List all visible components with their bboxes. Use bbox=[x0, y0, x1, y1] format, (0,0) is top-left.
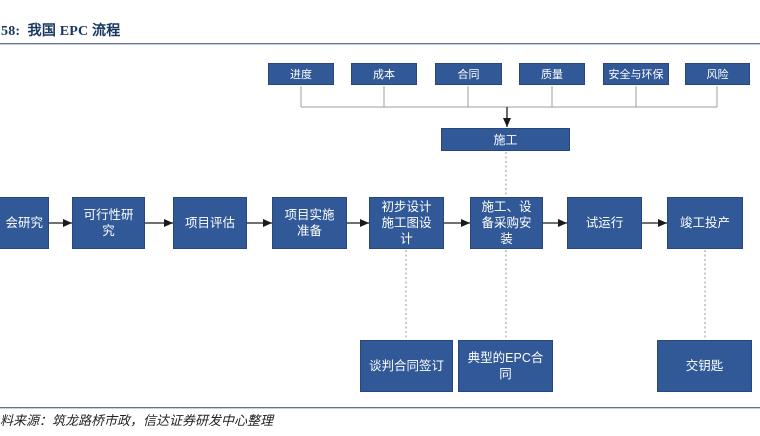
header-rule bbox=[0, 43, 760, 45]
flow-box-completion-production: 竣工投产 bbox=[667, 197, 743, 249]
flow-box-preliminary-design: 初步设计 施工图设 计 bbox=[369, 197, 444, 249]
flow-box-implementation-preparation: 项目实施 准备 bbox=[272, 197, 347, 249]
figure-title: 58: 我国 EPC 流程 bbox=[1, 24, 121, 39]
flow-box-project-evaluation: 项目评估 bbox=[173, 197, 247, 249]
control-box-safety-environment: 安全与环保 bbox=[603, 63, 669, 85]
note-box-contract-negotiation: 谈判合同签订 bbox=[360, 340, 453, 392]
flow-box-construction-procurement-install: 施工、设 备采购安 装 bbox=[470, 197, 543, 249]
flow-box-feasibility-study: 可行性研 究 bbox=[72, 197, 145, 249]
flow-box-opportunity-research: 会研究 bbox=[0, 197, 49, 249]
construction-box: 施工 bbox=[441, 128, 570, 151]
control-box-quality: 质量 bbox=[519, 63, 585, 85]
control-box-contract: 合同 bbox=[435, 63, 502, 85]
note-box-typical-epc-contract: 典型的EPC合 同 bbox=[458, 340, 553, 392]
flow-box-trial-operation: 试运行 bbox=[567, 197, 642, 249]
footer-rule bbox=[0, 407, 760, 409]
control-box-risk: 风险 bbox=[685, 63, 750, 85]
source-note: 料来源：筑龙路桥市政，信达证券研发中心整理 bbox=[0, 413, 274, 428]
note-box-turnkey: 交钥匙 bbox=[657, 340, 752, 392]
control-box-schedule: 进度 bbox=[268, 63, 334, 85]
control-box-cost: 成本 bbox=[351, 63, 417, 85]
